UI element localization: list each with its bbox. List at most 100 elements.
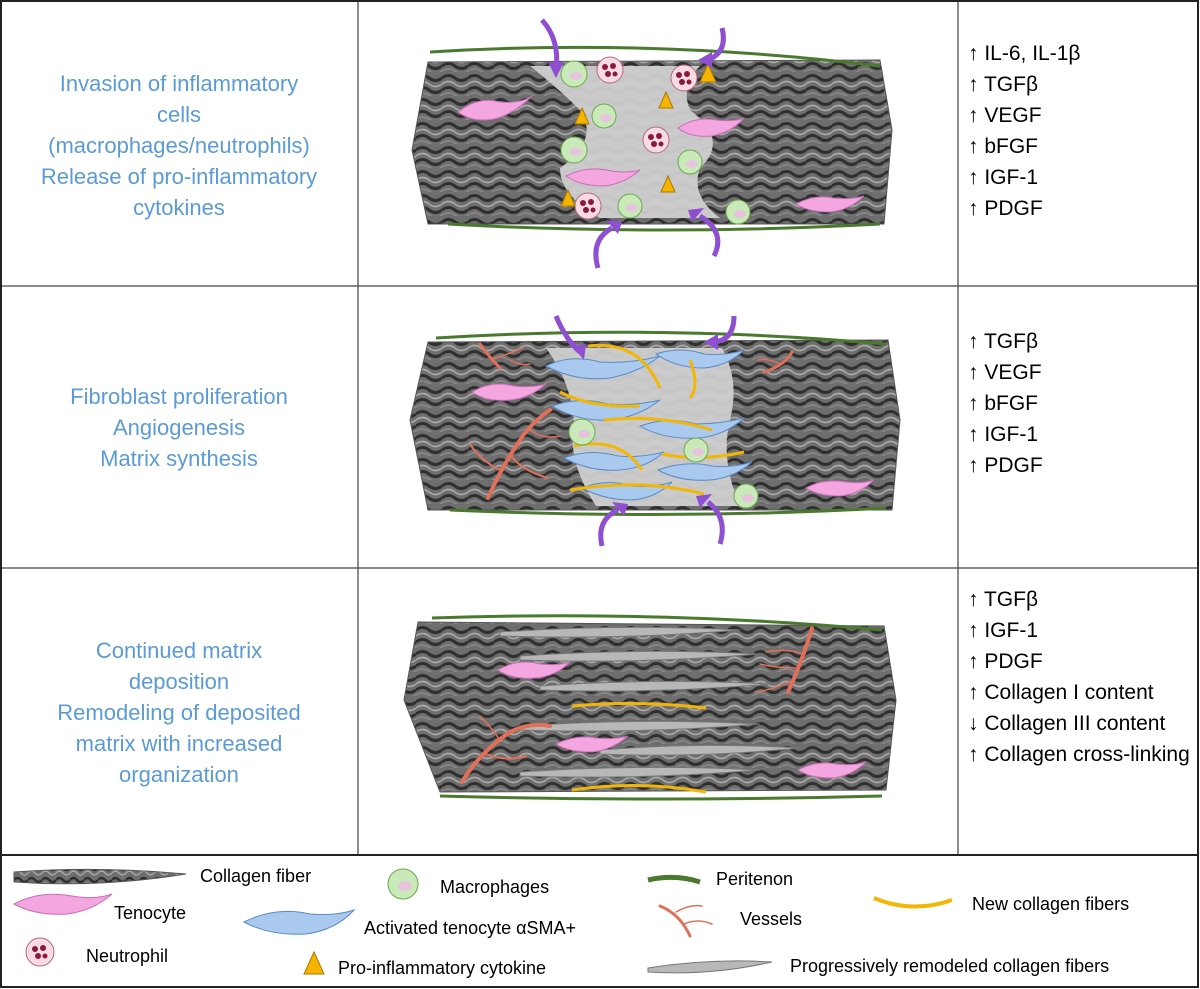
marker-text: PDGF (984, 197, 1043, 220)
marker: ↑ VEGF (968, 100, 1198, 131)
stage-3-label-line: Continued matrix (95, 637, 263, 663)
marker-text: TGFβ (983, 588, 1039, 611)
cytokine (699, 62, 717, 83)
new-collagen-fiber (559, 390, 641, 408)
stage-3-label-line: deposition (128, 668, 230, 694)
new-collagen-fiber (603, 416, 713, 432)
tenocyte (497, 661, 571, 679)
marker: ↑ VEGF (968, 357, 1198, 388)
legend-activated-tenocyte-icon (242, 908, 356, 935)
neutrophil (670, 64, 698, 92)
remodeled-collagen-fiber (539, 680, 771, 692)
marker-arrow-icon: ↑ (968, 392, 979, 415)
marker: ↑ IGF-1 (968, 419, 1198, 450)
tenocyte (797, 761, 867, 779)
stage-2-label-line: Fibroblast proliferation (70, 384, 288, 409)
neutrophil (642, 126, 670, 154)
infiltration-arrow-head (572, 344, 586, 360)
marker-text: Collagen III content (984, 712, 1166, 735)
stage-2-label-line: Matrix synthesis (100, 446, 258, 471)
legend-remodeled-collagen-icon (647, 960, 773, 974)
stage-1-label-line: (macrophages/neutrophils) (48, 132, 310, 158)
tenocyte (677, 117, 745, 137)
tenocyte (471, 383, 547, 401)
macrophage (568, 418, 596, 446)
peritenon-top (435, 330, 887, 346)
marker-text: IGF-1 (984, 166, 1039, 189)
tenocyte (795, 195, 865, 213)
infiltration-arrow-head (688, 208, 704, 222)
marker: ↑ bFGF (968, 131, 1198, 162)
marker: ↑ TGFβ (968, 69, 1198, 100)
legend-macrophage-icon (387, 868, 419, 900)
peritenon-top (429, 45, 881, 68)
marker-text: PDGF (984, 650, 1043, 673)
stage-3-markers: ↑ TGFβ ↑ IGF-1 ↑ PDGF ↑ Collagen I conte… (968, 584, 1196, 770)
stage-1-label: Invasion of inflammatory cells (macropha… (2, 4, 356, 286)
stage-2-illustration (409, 315, 901, 547)
marker-text: Collagen I content (984, 681, 1154, 704)
stage-2-markers: ↑ TGFβ ↑ VEGF ↑ bFGF ↑ IGF-1 ↑ PDGF (968, 326, 1198, 481)
infiltration-arrow-head (698, 52, 712, 68)
tenocyte (805, 479, 875, 497)
vessel (469, 408, 561, 500)
marker-text: VEGF (984, 104, 1042, 127)
cytokine (660, 174, 676, 193)
tenocyte (555, 735, 629, 753)
marker-arrow-icon: ↓ (968, 712, 979, 735)
neutrophil (574, 192, 602, 220)
marker: ↑ IGF-1 (968, 162, 1198, 193)
macrophage (617, 193, 643, 219)
marker-text: TGFβ (983, 330, 1039, 353)
macrophage (591, 103, 617, 129)
stage-1-markers: ↑ IL-6, IL-1β ↑ TGFβ ↑ VEGF ↑ bFGF ↑ IGF… (968, 38, 1198, 224)
legend-collagen-fiber-icon (13, 868, 187, 885)
cytokine (658, 90, 674, 109)
infiltration-arrow (598, 507, 620, 547)
marker-text: IL-6, IL-1β (984, 42, 1081, 65)
infiltration-arrow-head (696, 494, 712, 508)
legend-neutrophil-icon (25, 937, 55, 967)
stage-3-label-line: Remodeling of deposited (57, 699, 301, 725)
marker-arrow-icon: ↑ (968, 454, 979, 477)
legend-new-collagen-label: New collagen fibers (972, 894, 1130, 914)
new-collagen-fiber (571, 783, 707, 794)
new-collagen-fiber (587, 343, 662, 389)
infiltration-arrow-head (548, 62, 564, 78)
new-collagen-fiber (688, 359, 697, 399)
marker-arrow-icon: ↑ (968, 681, 979, 704)
stage-1-label-line: cytokines (133, 194, 225, 220)
stage-3-label-line: matrix with increased (75, 730, 283, 756)
stage-1-illustration (411, 18, 893, 269)
marker: ↑ TGFβ (968, 326, 1198, 357)
stage-1-label-line: Release of pro-inflammatory (40, 163, 318, 189)
legend-macrophages-label: Macrophages (440, 877, 550, 897)
legend-icons (12, 868, 953, 975)
activated-tenocyte (656, 461, 753, 481)
infiltration-arrow (706, 500, 725, 545)
marker-text: bFGF (984, 392, 1039, 415)
legend-vessel-icon (658, 904, 713, 938)
legend-vessels-label: Vessels (740, 909, 803, 929)
marker-arrow-icon: ↑ (968, 743, 979, 766)
macrophage (677, 149, 703, 175)
legend-tenocyte-label: Tenocyte (114, 903, 187, 923)
marker-arrow-icon: ↑ (968, 135, 979, 158)
remodeled-collagen-fiber (519, 720, 761, 732)
marker: ↑ PDGF (968, 646, 1196, 677)
macrophage (733, 483, 759, 509)
legend-collagen-fiber-label: Collagen fiber (200, 866, 312, 886)
macrophage (560, 136, 588, 164)
marker: ↑ bFGF (968, 388, 1198, 419)
marker: ↑ TGFβ (968, 584, 1196, 615)
legend-peritenon-label: Peritenon (716, 869, 794, 889)
macrophage (560, 60, 588, 88)
new-collagen-fiber (569, 483, 705, 496)
legend-activated-tenocyte-label: Activated tenocyte αSMA+ (364, 918, 577, 938)
marker-text: TGFβ (983, 73, 1039, 96)
marker: ↑ Collagen cross-linking (968, 739, 1196, 770)
marker-text: VEGF (984, 361, 1042, 384)
legend-tenocyte-icon (12, 893, 113, 915)
marker-arrow-icon: ↑ (968, 361, 979, 384)
macrophage (683, 437, 709, 463)
